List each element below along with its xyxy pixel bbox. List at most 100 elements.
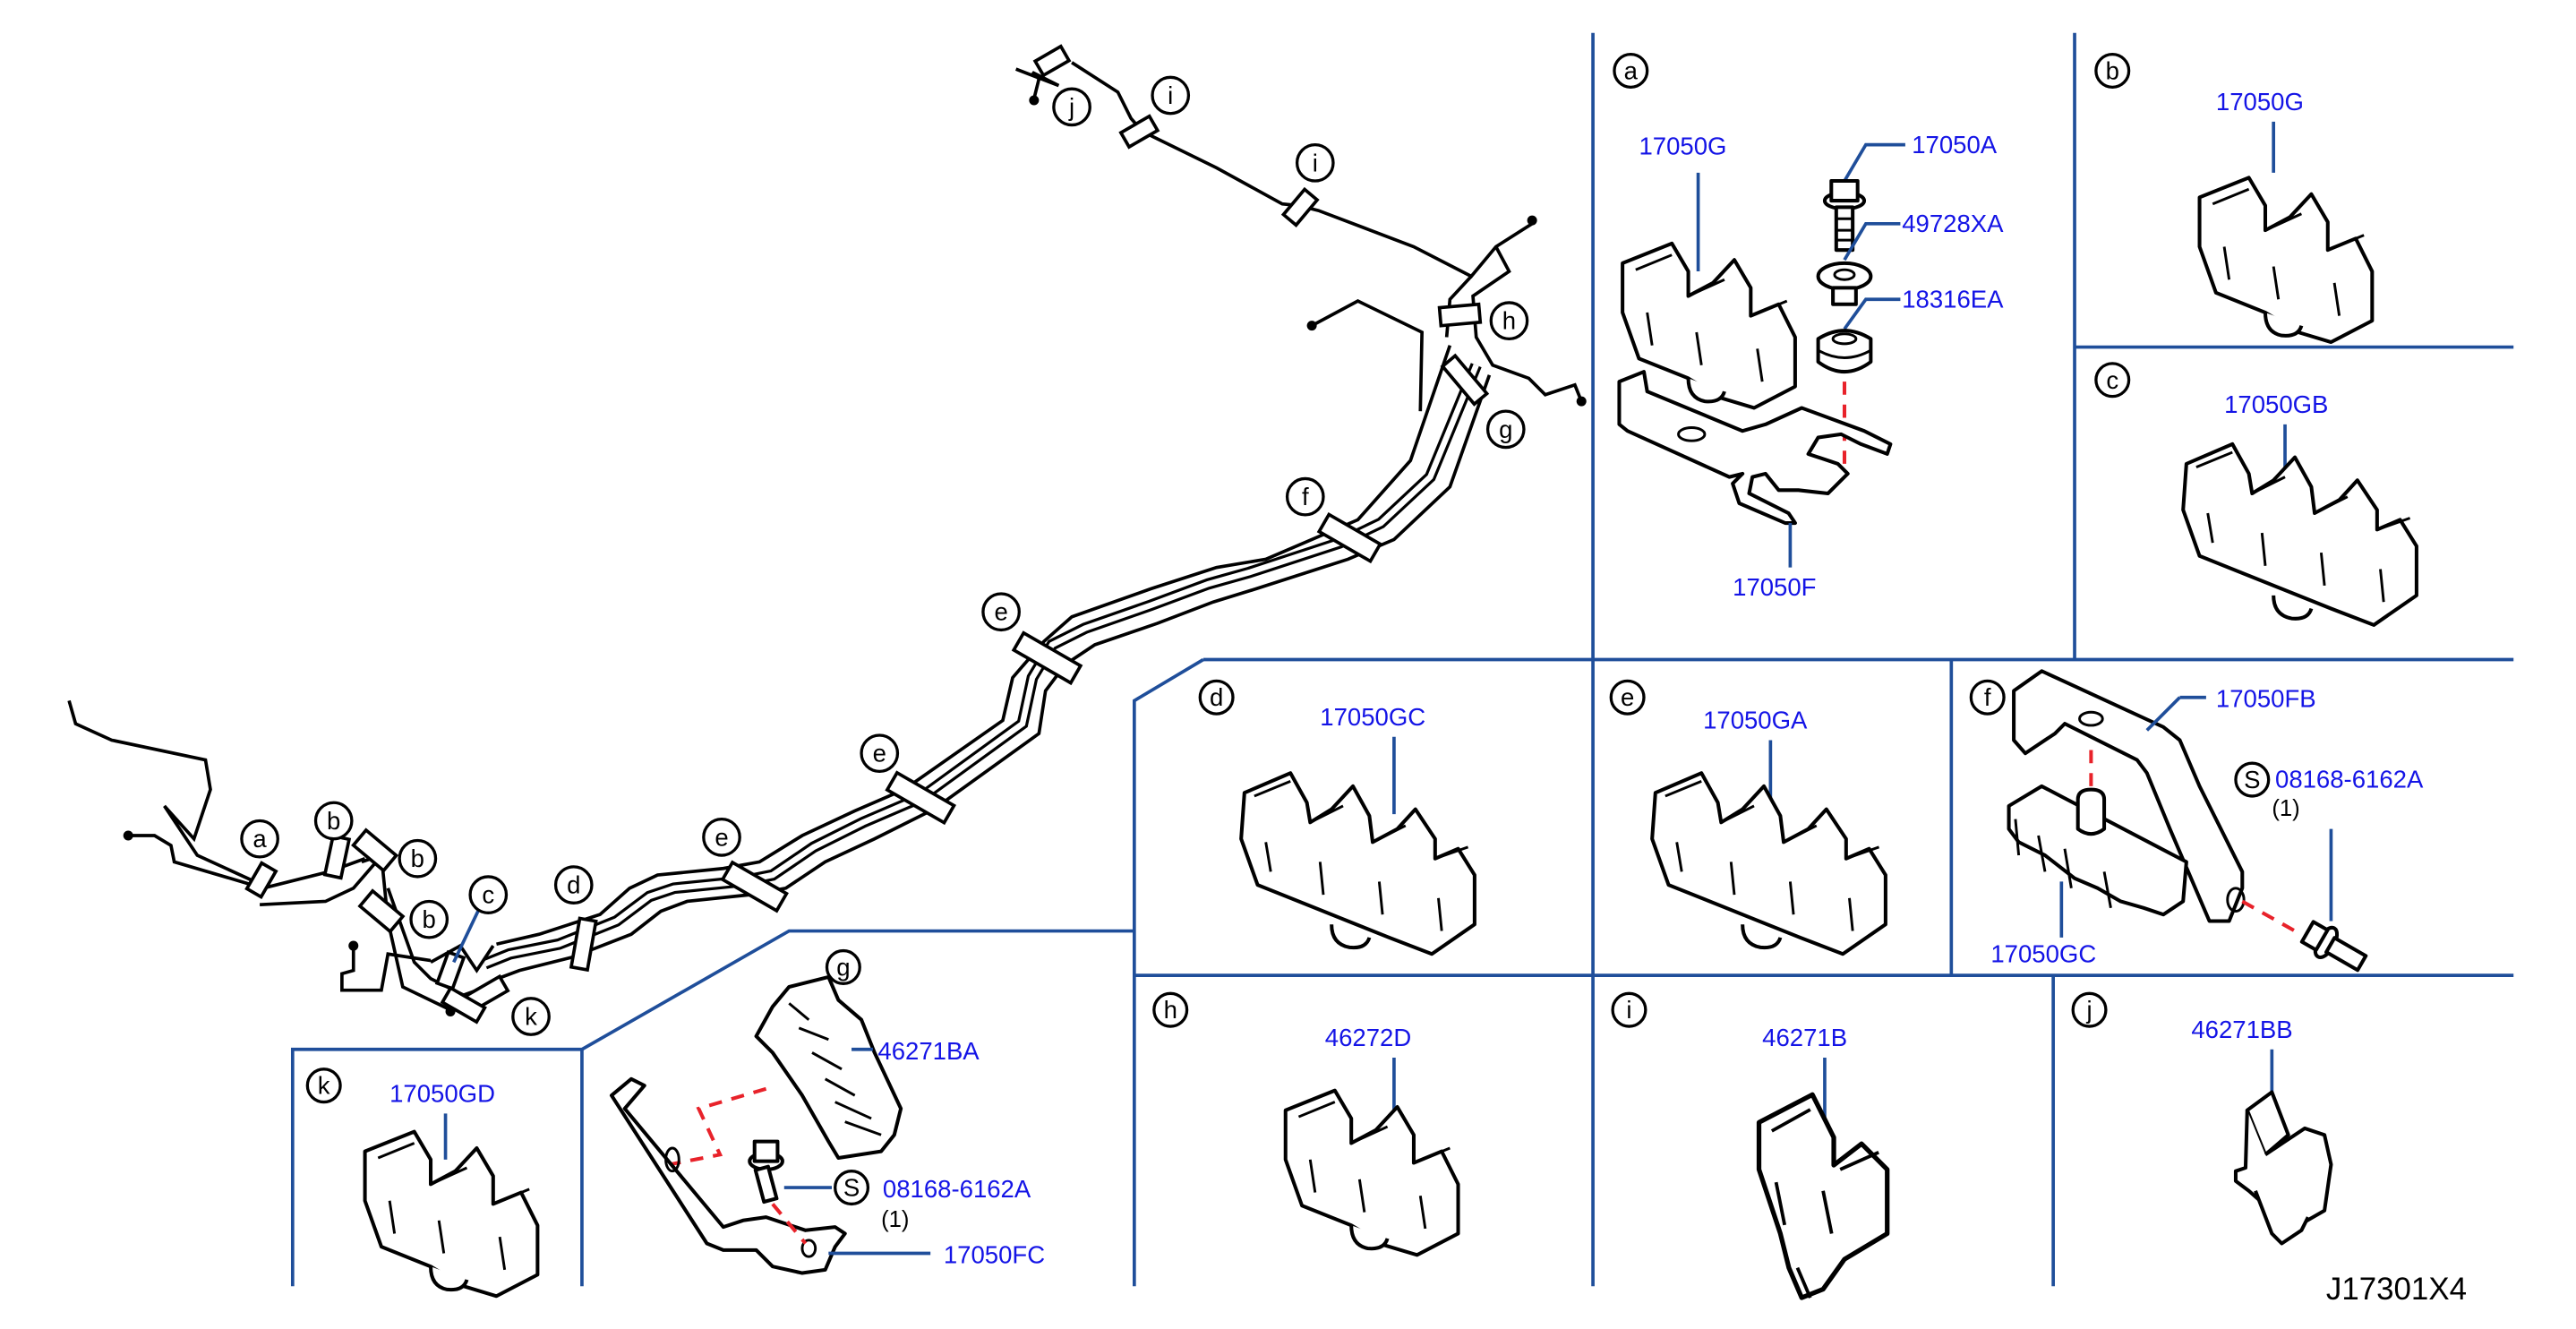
part-number-17050G[interactable]: 17050G: [1639, 133, 1726, 160]
panel-j-id: j: [2071, 991, 2108, 1028]
quantity-label: (1): [881, 1207, 909, 1232]
callout-a[interactable]: a: [240, 819, 279, 859]
panel-f: f 17050FB 17050GC S 08168-6162A (1): [1969, 669, 2424, 973]
callout-e[interactable]: e: [702, 817, 741, 857]
svg-text:e: e: [1621, 683, 1634, 711]
panel-g: g 46271BA S 08168-6162A (1) 17050FC: [609, 948, 1045, 1275]
panel-h-id: h: [1152, 991, 1189, 1028]
svg-text:a: a: [252, 825, 267, 853]
svg-text:b: b: [423, 905, 436, 933]
pipe-clip-icon: [754, 974, 903, 1161]
part-number-18316EA[interactable]: 18316EA: [1902, 285, 2004, 313]
panel-i: i 46271B: [1611, 991, 1887, 1298]
washer-icon: [1816, 261, 1873, 306]
panel-a: a 17050G 17050A 49728XA 18316EA 170: [1613, 52, 2004, 601]
part-number-49728XA[interactable]: 49728XA: [1902, 210, 2004, 237]
bracket-icon: [609, 1076, 847, 1275]
callout-i[interactable]: i: [1151, 75, 1191, 116]
standard-part-mark: S: [834, 1170, 870, 1206]
callout-e[interactable]: e: [860, 733, 900, 774]
brake-tube-overview: [67, 44, 1587, 1025]
part-number-17050A[interactable]: 17050A: [1912, 131, 1998, 159]
bolt-icon: [2299, 920, 2368, 973]
standard-part-mark: S: [2234, 761, 2271, 798]
pipe-clip-icon: [1622, 244, 1795, 408]
part-number-17050FB[interactable]: 17050FB: [2216, 685, 2316, 713]
panel-k: k 17050GD: [305, 1067, 537, 1296]
panel-g-id: g: [825, 948, 861, 985]
callout-i[interactable]: i: [1295, 142, 1335, 183]
part-number-17050GD[interactable]: 17050GD: [389, 1080, 495, 1108]
part-number-17050GB[interactable]: 17050GB: [2224, 390, 2328, 418]
svg-text:c: c: [482, 881, 494, 909]
part-number-08168-6162A[interactable]: 08168-6162A: [2275, 766, 2424, 793]
part-number-17050GC[interactable]: 17050GC: [1990, 939, 2096, 967]
part-number-17050GC[interactable]: 17050GC: [1320, 703, 1425, 731]
panel-d-id: d: [1198, 679, 1235, 716]
part-number-46271BB[interactable]: 46271BB: [2191, 1016, 2292, 1043]
panel-b-id: b: [2094, 52, 2131, 89]
svg-text:i: i: [1313, 149, 1318, 176]
part-number-46272D[interactable]: 46272D: [1325, 1024, 1411, 1051]
panel-k-id: k: [305, 1067, 342, 1104]
svg-text:i: i: [1168, 81, 1173, 109]
part-number-17050GA[interactable]: 17050GA: [1703, 707, 1808, 734]
svg-text:S: S: [843, 1174, 860, 1202]
grommet-icon: [1816, 329, 1873, 373]
svg-text:b: b: [327, 807, 340, 835]
svg-text:g: g: [836, 953, 850, 981]
panel-f-id: f: [1969, 679, 2006, 716]
callout-d[interactable]: d: [553, 865, 594, 905]
pipe-clip-icon: [1652, 773, 1886, 954]
part-number-08168-6162A[interactable]: 08168-6162A: [883, 1175, 1031, 1203]
pipe-clip-icon: [2183, 444, 2417, 625]
callout-g[interactable]: g: [1485, 409, 1526, 450]
panel-j: j 46271BB: [2071, 991, 2333, 1246]
pipe-clip-icon: [1286, 1091, 1459, 1256]
panel-i-id: i: [1611, 991, 1647, 1028]
diagram-reference-id: J17301X4: [2326, 1272, 2467, 1307]
callout-k[interactable]: k: [511, 997, 551, 1036]
svg-text:j: j: [1068, 93, 1074, 121]
pipe-clip-icon: [2200, 177, 2373, 342]
callout-j[interactable]: j: [1052, 87, 1091, 127]
svg-text:e: e: [873, 740, 886, 767]
svg-text:f: f: [1302, 483, 1309, 510]
svg-text:a: a: [1624, 56, 1639, 84]
pipe-clip-icon: [1241, 773, 1475, 954]
callout-b[interactable]: b: [409, 899, 449, 939]
part-number-46271BA[interactable]: 46271BA: [877, 1037, 980, 1065]
svg-text:S: S: [2244, 766, 2260, 793]
svg-text:h: h: [1502, 307, 1516, 335]
panel-c: c 17050GB: [2094, 362, 2417, 625]
svg-text:j: j: [2085, 996, 2092, 1024]
svg-text:i: i: [1626, 996, 1631, 1024]
part-number-17050FC[interactable]: 17050FC: [944, 1241, 1045, 1269]
callout-c[interactable]: c: [468, 875, 509, 914]
svg-text:b: b: [2106, 56, 2119, 84]
svg-text:e: e: [994, 598, 1007, 626]
callout-b[interactable]: b: [398, 838, 438, 879]
callout-h[interactable]: h: [1489, 301, 1529, 340]
svg-text:d: d: [567, 871, 580, 899]
callout-b[interactable]: b: [313, 801, 354, 841]
part-number-17050F[interactable]: 17050F: [1733, 573, 1816, 601]
pipe-clip-icon: [2007, 784, 2188, 917]
callout-e[interactable]: e: [981, 592, 1021, 632]
panel-frames: [290, 32, 2514, 1287]
callout-f[interactable]: f: [1285, 476, 1325, 517]
panel-d: d 17050GC: [1198, 679, 1475, 954]
part-number-46271B[interactable]: 46271B: [1762, 1024, 1847, 1051]
panel-e-id: e: [1609, 679, 1646, 716]
bolt-icon: [748, 1139, 784, 1205]
svg-text:g: g: [1499, 416, 1512, 443]
svg-text:d: d: [1210, 683, 1223, 711]
svg-text:k: k: [318, 1072, 330, 1100]
svg-text:b: b: [411, 845, 424, 872]
bracket-icon: [2012, 669, 2245, 923]
panel-b: b 17050G: [2094, 52, 2373, 342]
part-number-17050G[interactable]: 17050G: [2216, 88, 2304, 116]
svg-text:f: f: [1984, 683, 1991, 711]
pipe-clip-icon: [1759, 1094, 1887, 1298]
